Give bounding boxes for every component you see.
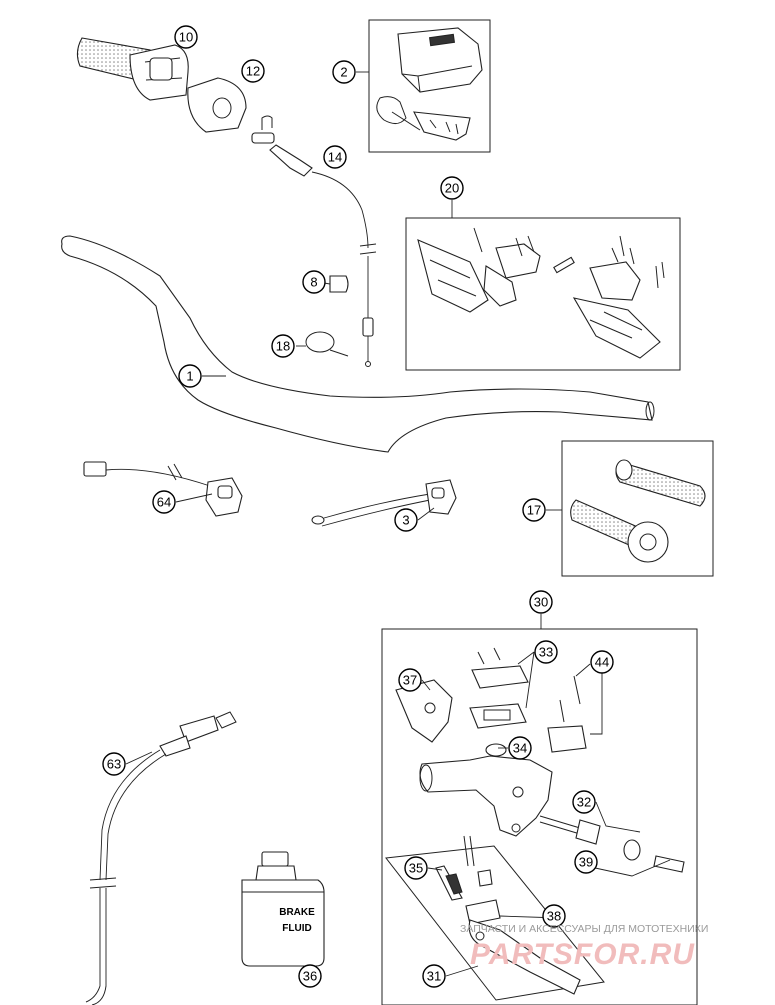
callout-12: 12 — [241, 59, 265, 83]
brake-fluid-bottle: BRAKE FLUID — [241, 851, 325, 967]
brake-master-cylinder-box — [381, 614, 698, 1005]
callout-17: 17 — [522, 498, 546, 522]
callout-64: 64 — [152, 490, 176, 514]
throttle-cover — [187, 77, 247, 133]
grips-box — [561, 440, 714, 577]
svg-text:39: 39 — [579, 855, 593, 870]
svg-text:20: 20 — [445, 181, 459, 196]
leader-lines — [125, 71, 671, 977]
callout-1: 1 — [178, 364, 202, 388]
handguard-kit-box — [405, 217, 681, 371]
handlebar — [61, 235, 655, 453]
callout-31: 31 — [422, 964, 446, 988]
throttle-cable — [251, 115, 377, 367]
watermark-logo: PARTSFOR.RU — [470, 938, 695, 971]
bottle-label-line-1: BRAKE — [279, 907, 315, 918]
callout-8: 8 — [302, 270, 326, 294]
switch-wire — [311, 479, 457, 527]
svg-text:12: 12 — [246, 64, 260, 79]
callout-39: 39 — [574, 850, 598, 874]
svg-text:3: 3 — [402, 513, 409, 528]
throttle-grip-assembly — [76, 37, 189, 101]
callout-2: 2 — [332, 60, 356, 84]
brake-hose — [85, 711, 237, 1005]
cable-clip — [329, 275, 349, 293]
svg-text:33: 33 — [539, 645, 553, 660]
svg-text:2: 2 — [340, 65, 347, 80]
callout-35: 35 — [404, 856, 428, 880]
svg-text:32: 32 — [577, 795, 591, 810]
bottle-label-line-2: FLUID — [282, 923, 311, 934]
callout-14: 14 — [323, 145, 347, 169]
callout-63: 63 — [102, 752, 126, 776]
callout-38: 38 — [542, 904, 566, 928]
callout-32: 32 — [572, 790, 596, 814]
callout-33: 33 — [534, 640, 558, 664]
svg-text:8: 8 — [310, 275, 317, 290]
svg-text:36: 36 — [303, 969, 317, 984]
svg-text:30: 30 — [534, 595, 548, 610]
callout-18: 18 — [271, 334, 295, 358]
svg-text:37: 37 — [403, 673, 417, 688]
callout-37: 37 — [398, 668, 422, 692]
svg-text:18: 18 — [276, 339, 290, 354]
watermark-caption: ЗАПЧАСТИ И АКСЕССУАРЫ ДЛЯ МОТОТЕХНИКИ — [460, 923, 708, 935]
svg-text:34: 34 — [513, 741, 527, 756]
svg-text:14: 14 — [328, 150, 342, 165]
callout-44: 44 — [590, 650, 614, 674]
callout-30: 30 — [529, 590, 553, 614]
svg-text:17: 17 — [527, 503, 541, 518]
switch-housing-box — [368, 19, 491, 153]
cable-tie — [305, 331, 349, 357]
kill-switch-wire — [83, 461, 243, 517]
callout-20: 20 — [440, 176, 464, 200]
callouts: 10 12 14 2 20 8 18 1 64 3 17 30 33 44 37… — [102, 25, 614, 988]
callout-10: 10 — [174, 25, 198, 49]
svg-text:10: 10 — [179, 30, 193, 45]
svg-text:35: 35 — [409, 861, 423, 876]
watermark: ЗАПЧАСТИ И АКСЕССУАРЫ ДЛЯ МОТОТЕХНИКИ PA… — [460, 923, 708, 971]
callout-34: 34 — [508, 736, 532, 760]
svg-text:31: 31 — [427, 969, 441, 984]
svg-text:44: 44 — [595, 655, 609, 670]
svg-text:64: 64 — [157, 495, 171, 510]
svg-text:63: 63 — [107, 757, 121, 772]
svg-text:38: 38 — [547, 909, 561, 924]
callout-3: 3 — [394, 508, 418, 532]
callout-36: 36 — [298, 964, 322, 988]
svg-text:1: 1 — [186, 369, 193, 384]
